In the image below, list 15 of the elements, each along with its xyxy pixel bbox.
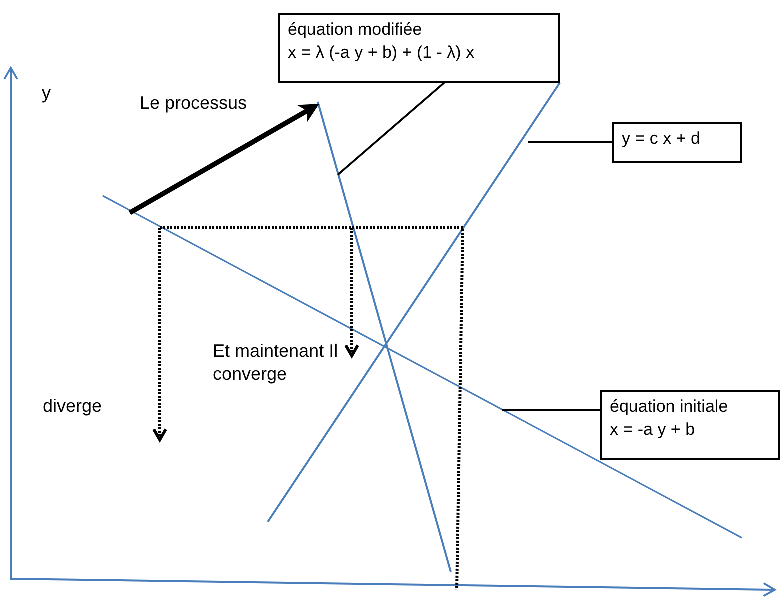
annotation-text: diverge: [43, 395, 102, 418]
leader-line: [337, 82, 446, 176]
equation-text: y = c x + d: [622, 128, 702, 150]
equation-text: équation modifiée: [288, 19, 424, 41]
leader-line: [502, 409, 600, 412]
equation-label-box: [612, 122, 742, 163]
leader-line: [528, 141, 612, 144]
equation-text: x = λ (-a y + b) + (1 - λ) x: [288, 42, 476, 64]
annotation-text: Et maintenant Il converge: [213, 340, 340, 386]
equation-text: x = -a y + b: [610, 418, 696, 441]
equation-label-box: [278, 13, 560, 83]
axis-label: y: [42, 82, 51, 105]
equation-text: équation initiale: [610, 396, 730, 418]
equation-label-box: [600, 390, 780, 460]
annotation-text: Le processus: [140, 92, 248, 115]
